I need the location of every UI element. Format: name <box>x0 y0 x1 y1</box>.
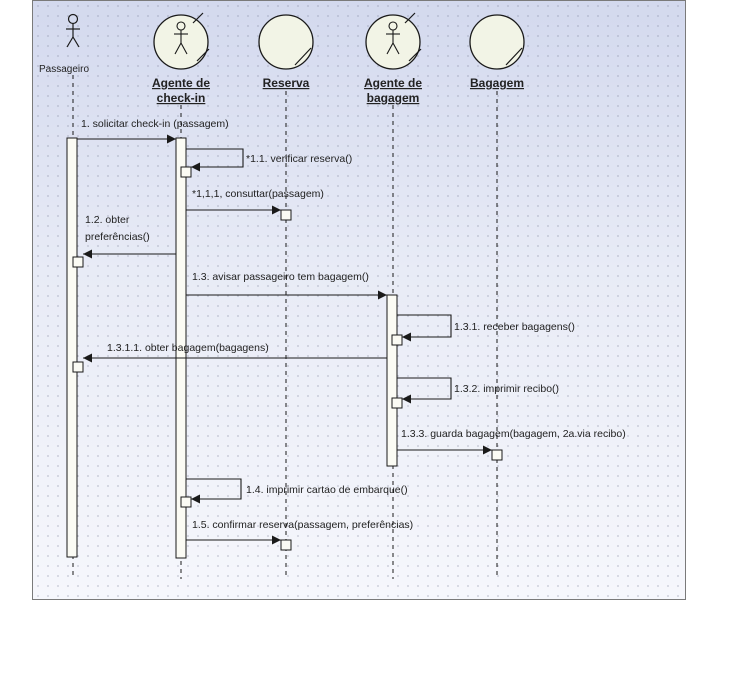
actor-passageiro[interactable]: Passageiro <box>39 13 89 76</box>
exec-box-1-4 <box>180 496 192 508</box>
exec-box-1-3-1-1 <box>72 361 84 373</box>
participant-agente-bagagem-label-1: Agente de <box>364 76 422 90</box>
activation-bar-agente-bagagem <box>386 294 398 467</box>
message-label-1-3-1: 1.3.1. receber bagagens() <box>454 321 575 333</box>
message-label-1-1-1: *1,1,1, consuttar(passagem) <box>192 188 324 200</box>
message-label-1-5: 1.5. confirmar reserva(passagem, preferê… <box>192 519 413 531</box>
message-label-1-3: 1.3. avisar passageiro tem bagagem() <box>192 271 369 283</box>
participant-passageiro-label: Passageiro <box>39 64 89 75</box>
exec-box-1-3-2 <box>391 397 403 409</box>
message-label-1-2-line-2: preferências() <box>85 231 150 243</box>
participant-agente-bagagem-label-2: bagagem <box>367 91 420 105</box>
exec-box-1-3-3 <box>491 449 503 461</box>
participant-reserva[interactable]: Reserva <box>258 14 314 90</box>
agent-circle-icon <box>153 12 210 70</box>
participant-bagagem[interactable]: Bagagem <box>469 14 525 90</box>
exec-box-1-2 <box>72 256 84 268</box>
agent-circle-icon <box>365 12 422 70</box>
message-arrow-1-1 <box>186 148 244 172</box>
sequence-diagram: Passageiro Agente de check-in Reserva <box>39 12 626 579</box>
message-label-1-2-line-1: 1.2. obter <box>85 214 130 226</box>
message-label-1-1: *1.1. verificar reserva() <box>246 153 352 165</box>
entity-circle-icon <box>469 14 525 70</box>
message-arrow-1-3-1 <box>397 314 452 342</box>
participant-agente-bagagem[interactable]: Agente de bagagem <box>364 12 422 105</box>
exec-box-1-1-1 <box>280 209 292 221</box>
sequence-diagram-canvas: Passageiro Agente de check-in Reserva <box>32 0 686 600</box>
activation-bar-agente-checkin <box>175 137 187 559</box>
participant-agente-checkin-label-1: Agente de <box>152 76 210 90</box>
activation-bar-passageiro <box>66 137 78 558</box>
message-label-1-3-3: 1.3.3. guarda bagagem(bagagem, 2a.via re… <box>401 428 626 440</box>
entity-circle-icon <box>258 14 314 70</box>
participant-reserva-label: Reserva <box>263 76 310 90</box>
participant-agente-checkin-label-2: check-in <box>157 91 206 105</box>
stick-figure-icon <box>66 13 80 48</box>
message-label-1-4: 1.4. imprimir cartao de embarque() <box>246 484 408 496</box>
message-arrow-1-4 <box>186 478 242 504</box>
exec-box-1-5 <box>280 539 292 551</box>
participant-agente-checkin[interactable]: Agente de check-in <box>152 12 210 105</box>
message-label-1-3-1-1: 1.3.1.1. obter bagagem(bagagens) <box>107 342 269 354</box>
message-label-1: 1. solicitar check-in (passagem) <box>81 118 229 130</box>
exec-box-1-3-1 <box>391 334 403 346</box>
exec-box-1-1 <box>180 166 192 178</box>
participant-bagagem-label: Bagagem <box>470 76 524 90</box>
message-label-1-3-2: 1.3.2. imprimir recibo() <box>454 383 559 395</box>
message-arrow-1-3-2 <box>397 377 452 404</box>
